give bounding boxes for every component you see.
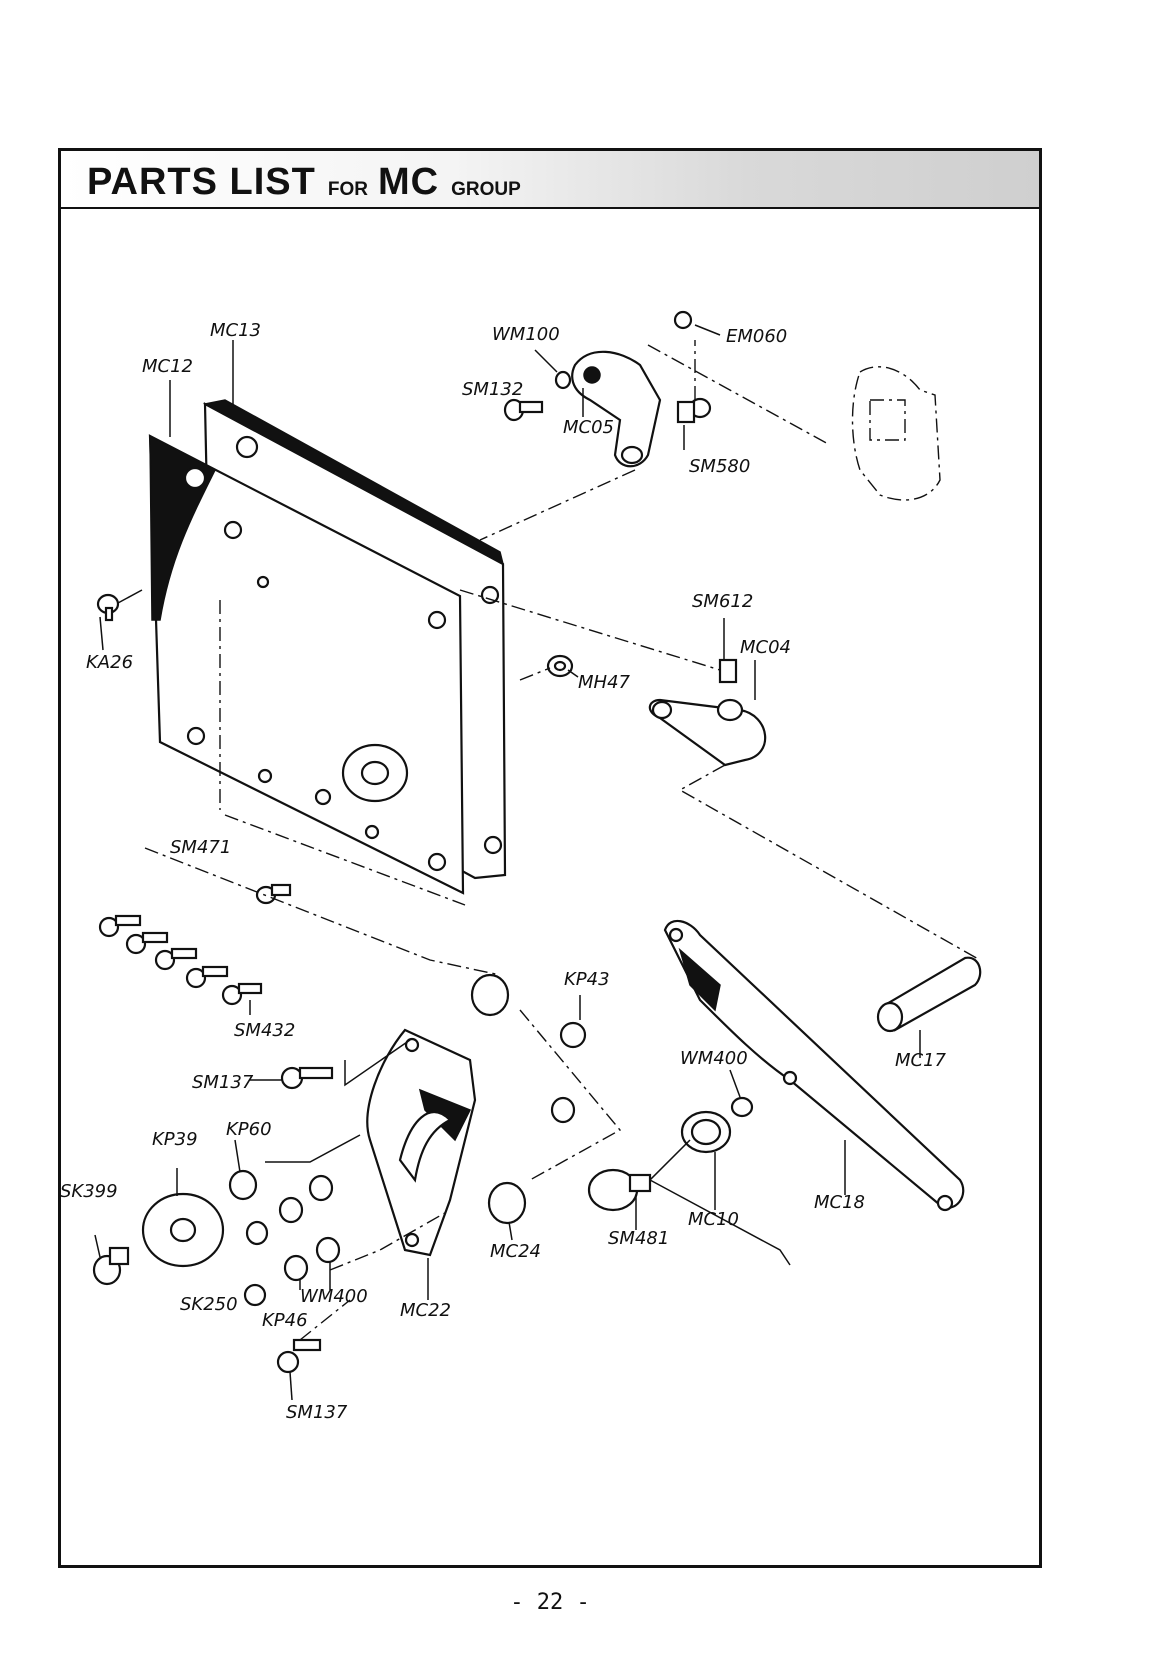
screws-sm432 (100, 916, 261, 1004)
pin-mc17 (878, 958, 980, 1031)
label-sm471: SM471 (170, 837, 231, 858)
label-sk250: SK250 (180, 1294, 238, 1315)
label-sm132: SM132 (462, 379, 523, 400)
label-ka26: KA26 (86, 652, 133, 673)
label-sm481: SM481 (608, 1228, 669, 1249)
label-sm137-a: SM137 (192, 1072, 254, 1093)
label-kp39: KP39 (152, 1129, 198, 1150)
label-mc22: MC22 (400, 1300, 451, 1321)
label-sm580: SM580 (689, 456, 750, 477)
link-mc04 (460, 590, 980, 960)
label-mc13: MC13 (210, 320, 261, 341)
label-kp43: KP43 (564, 969, 610, 990)
label-kp46: KP46 (262, 1310, 308, 1331)
label-wm400-a: WM400 (680, 1048, 748, 1069)
label-sm432: SM432 (234, 1020, 295, 1041)
label-wm400-b: WM400 (300, 1286, 368, 1307)
label-sm137-b: SM137 (286, 1402, 348, 1423)
page-number: - 22 - (0, 1590, 1100, 1615)
label-sk399: SK399 (60, 1181, 118, 1202)
label-em060: EM060 (726, 326, 787, 347)
knob-assembly (94, 1010, 620, 1372)
label-mc17: MC17 (895, 1050, 947, 1071)
spacer-kp43 (472, 975, 585, 1122)
label-mc12: MC12 (142, 356, 193, 377)
label-sm612: SM612 (692, 591, 753, 612)
rivet-ka26 (98, 595, 118, 620)
bracket-mc22 (367, 1030, 475, 1255)
label-mc04: MC04 (740, 637, 791, 658)
label-mh47: MH47 (578, 672, 631, 693)
label-kp60: KP60 (226, 1119, 272, 1140)
machine-body-outline (480, 340, 940, 540)
label-wm100: WM100 (492, 324, 560, 345)
label-mc05: MC05 (563, 417, 614, 438)
label-mc10: MC10 (688, 1209, 739, 1230)
label-mc18: MC18 (814, 1192, 865, 1213)
label-mc24: MC24 (490, 1241, 541, 1262)
